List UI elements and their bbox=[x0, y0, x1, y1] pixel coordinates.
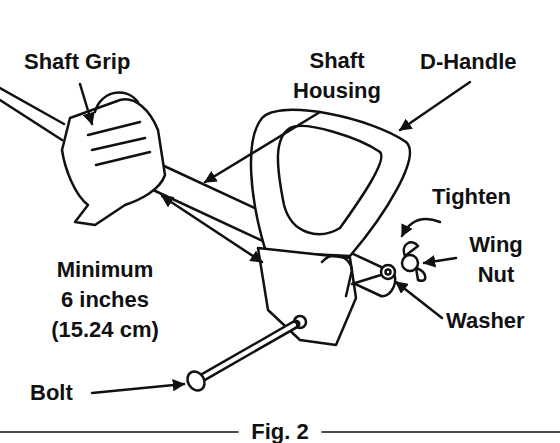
leader-arrow bbox=[92, 384, 184, 393]
rotation-arrow bbox=[402, 219, 440, 236]
clamp-slot bbox=[322, 256, 352, 296]
leader-arrow bbox=[80, 84, 92, 124]
wing-nut-wing bbox=[404, 242, 418, 256]
part-label: Bolt bbox=[30, 378, 73, 408]
bolt-shank-fill bbox=[200, 325, 294, 379]
bolt-stud bbox=[352, 274, 384, 284]
rod-line bbox=[0, 100, 62, 140]
part-label: Wing Nut bbox=[460, 230, 532, 290]
grip-ribs bbox=[88, 122, 150, 165]
caption-rule bbox=[322, 431, 560, 433]
leader-arrow bbox=[396, 282, 442, 318]
bolt-shank bbox=[200, 324, 296, 379]
shaft-grip bbox=[62, 99, 165, 225]
part-label: D-Handle bbox=[420, 47, 517, 77]
part-label: Tighten bbox=[432, 182, 511, 212]
caption-rule bbox=[0, 431, 238, 433]
part-label: Washer bbox=[446, 306, 525, 336]
handle-clamp bbox=[258, 248, 356, 345]
washer-symbol bbox=[381, 265, 395, 279]
leader-arrow bbox=[205, 112, 320, 182]
figure-caption: Fig. 2 bbox=[240, 417, 320, 443]
wing-nut-wing bbox=[416, 268, 425, 281]
part-label: Shaft Housing bbox=[282, 46, 392, 106]
part-label: Shaft Grip bbox=[24, 47, 130, 77]
leader-arrow bbox=[400, 82, 470, 130]
washer-hole bbox=[386, 270, 391, 275]
leader-arrow bbox=[424, 258, 456, 263]
bolt-head bbox=[184, 368, 208, 393]
d-handle-loop bbox=[251, 110, 410, 256]
part-label: Minimum 6 inches (15.24 cm) bbox=[48, 255, 162, 345]
grip-loop bbox=[95, 92, 138, 112]
dimension-arrow bbox=[162, 196, 262, 262]
